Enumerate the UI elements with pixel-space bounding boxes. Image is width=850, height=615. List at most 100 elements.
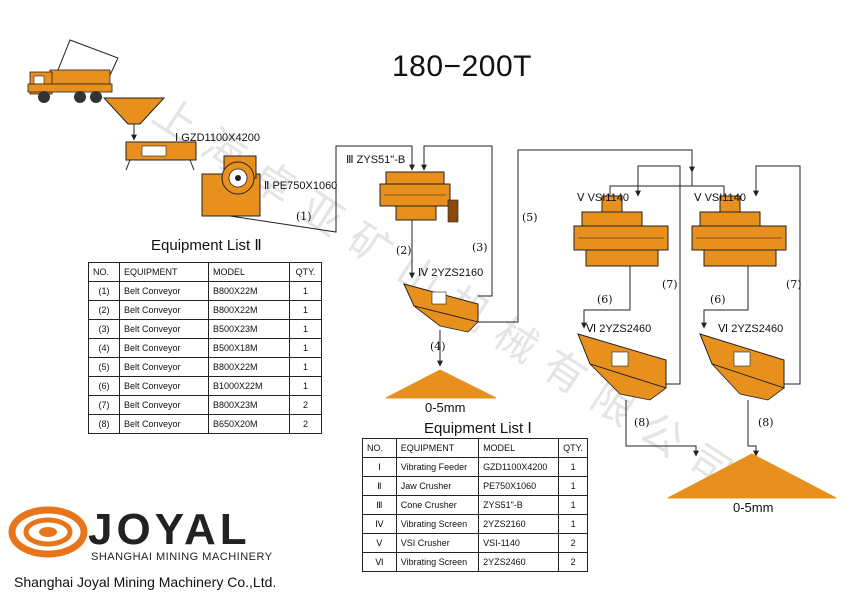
- company-name: Shanghai Joyal Mining Machinery Co.,Ltd.: [14, 574, 277, 590]
- table-cell: Belt Conveyor: [119, 376, 209, 396]
- table-header: MODEL: [208, 262, 290, 282]
- table-cell: B800X22M: [208, 300, 290, 320]
- table-cell: 2: [289, 395, 322, 415]
- table-cell: (4): [88, 338, 120, 358]
- vsi-crusher-b-icon: [691, 195, 787, 267]
- table-cell: (2): [88, 300, 120, 320]
- table-cell: 2: [289, 414, 322, 434]
- step-8b: (8): [758, 416, 774, 429]
- feed-hopper-icon: [102, 97, 166, 125]
- table-cell: Ⅰ: [362, 457, 397, 477]
- jaw-crusher-icon: [201, 155, 261, 217]
- table-cell: Cone Crusher: [395, 495, 480, 515]
- step-6b: (6): [710, 293, 726, 306]
- table-cell: Belt Conveyor: [119, 300, 209, 320]
- label-pe: Ⅱ PE750X1060: [264, 180, 338, 192]
- table-cell: 1: [289, 281, 322, 301]
- product-pile-right: [667, 453, 837, 499]
- step-5: (5): [522, 211, 538, 224]
- vsi-crusher-a-icon: [573, 195, 669, 267]
- table-cell: (5): [88, 357, 120, 377]
- label-vsi-a: Ⅴ VSI1140: [577, 192, 629, 204]
- equipment-list-1-heading: Equipment List Ⅰ: [424, 420, 532, 437]
- step-7a: (7): [662, 278, 678, 291]
- table-header: QTY.: [289, 262, 322, 282]
- step-2: (2): [396, 244, 412, 257]
- table-cell: PE750X1060: [478, 476, 560, 496]
- table-header: MODEL: [478, 438, 560, 458]
- table-cell: (7): [88, 395, 120, 415]
- product-pile-left: [385, 369, 497, 399]
- step-7b: (7): [786, 278, 802, 291]
- table-cell: (6): [88, 376, 120, 396]
- step-8a: (8): [634, 416, 650, 429]
- table-cell: B800X22M: [208, 357, 290, 377]
- table-header: NO.: [362, 438, 397, 458]
- table-cell: Belt Conveyor: [119, 338, 209, 358]
- table-cell: Ⅲ: [362, 495, 397, 515]
- table-cell: B500X18M: [208, 338, 290, 358]
- table-cell: 1: [558, 495, 588, 515]
- table-header: EQUIPMENT: [119, 262, 209, 282]
- table-cell: Ⅳ: [362, 514, 397, 534]
- table-cell: Vibrating Screen: [395, 514, 480, 534]
- table-cell: GZD1100X4200: [478, 457, 560, 477]
- product-label-left: 0-5mm: [425, 400, 466, 415]
- label-vs1: Ⅳ 2YZS2160: [418, 267, 484, 279]
- equipment-list-2-heading: Equipment List Ⅱ: [151, 237, 262, 254]
- table-cell: 1: [289, 319, 322, 339]
- table-cell: ZYS51"-B: [478, 495, 560, 515]
- table-cell: 1: [558, 514, 588, 534]
- vibrating-screen-2a-icon: [577, 333, 667, 401]
- label-gzd: Ⅰ GZD1100X4200: [175, 132, 260, 144]
- table-header-row: NO. EQUIPMENT MODEL QTY.: [88, 262, 322, 282]
- label-vs2-a: Ⅵ 2YZS2460: [586, 323, 652, 335]
- dump-truck-icon: [27, 39, 119, 103]
- table-cell: 2YZS2160: [478, 514, 560, 534]
- table-cell: Belt Conveyor: [119, 281, 209, 301]
- table-cell: Belt Conveyor: [119, 414, 209, 434]
- table-header: QTY.: [558, 438, 588, 458]
- table-cell: Ⅱ: [362, 476, 397, 496]
- table-cell: 1: [289, 338, 322, 358]
- logo-wordmark: JOYAL: [88, 505, 251, 554]
- step-6a: (6): [597, 293, 613, 306]
- page-title: 180−200T: [392, 50, 532, 83]
- table-cell: B500X23M: [208, 319, 290, 339]
- table-cell: B800X22M: [208, 281, 290, 301]
- table-cell: Ⅵ: [362, 552, 397, 572]
- table-cell: (8): [88, 414, 120, 434]
- table-header-row: NO. EQUIPMENT MODEL QTY.: [362, 438, 588, 458]
- table-cell: 1: [558, 476, 588, 496]
- table-cell: Belt Conveyor: [119, 319, 209, 339]
- step-3: (3): [472, 241, 488, 254]
- table-cell: B650X20M: [208, 414, 290, 434]
- table-cell: Vibrating Feeder: [395, 457, 480, 477]
- table-cell: 2: [558, 552, 588, 572]
- table-cell: VSI Crusher: [395, 533, 480, 553]
- table-cell: 1: [289, 300, 322, 320]
- step-4: (4): [430, 340, 446, 353]
- label-vsi-b: Ⅴ VSI1140: [694, 192, 746, 204]
- table-cell: Vibrating Screen: [395, 552, 480, 572]
- table-cell: 1: [289, 357, 322, 377]
- table-cell: 2YZS2460: [478, 552, 560, 572]
- table-cell: Belt Conveyor: [119, 357, 209, 377]
- table-cell: 2: [558, 533, 588, 553]
- label-vs2-b: Ⅵ 2YZS2460: [718, 323, 784, 335]
- equipment-list-2-table: NO. EQUIPMENT MODEL QTY. (1)Belt Conveyo…: [88, 262, 322, 434]
- joyal-logo-icon: [8, 506, 88, 558]
- table-header: EQUIPMENT: [395, 438, 480, 458]
- table-cell: (3): [88, 319, 120, 339]
- table-cell: Jaw Crusher: [395, 476, 480, 496]
